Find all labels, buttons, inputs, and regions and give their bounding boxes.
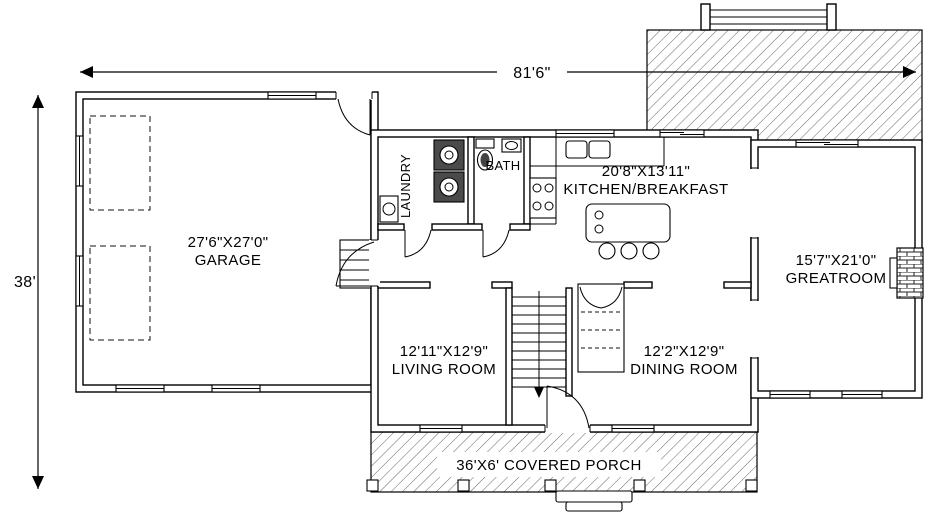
dining-window [611, 424, 655, 433]
bath-door [482, 229, 510, 258]
garage-bottom-window-1 [115, 384, 165, 393]
kitchen-name: KITCHEN/BREAKFAST [563, 181, 728, 198]
bath-fixtures [475, 138, 522, 171]
garage-left-window-1 [75, 135, 84, 187]
staircase [512, 291, 566, 398]
living-name: LIVING ROOM [392, 361, 496, 378]
dimension-width [80, 59, 916, 83]
garage-name: GARAGE [195, 252, 262, 269]
greatroom-size: 15'7"X21'0" [796, 252, 877, 269]
laundry-door [404, 229, 432, 258]
laundry-name: LAUNDRY [398, 154, 413, 218]
pantry-closet [577, 283, 625, 373]
washer [433, 139, 465, 171]
windows [75, 91, 883, 433]
deck [646, 3, 923, 142]
greatroom-deck-door [795, 139, 859, 148]
deck-railing [700, 3, 837, 31]
porch-name: 36'X6' COVERED PORCH [456, 457, 641, 474]
garage-size: 27'6"X27'0" [188, 234, 269, 251]
laundry-fixtures [379, 139, 465, 223]
greatroom-bottom-window-2 [841, 390, 883, 399]
house-walls [370, 129, 759, 433]
porch-steps [555, 490, 633, 512]
porch-details [366, 452, 758, 512]
dining-name: DINING ROOM [630, 361, 738, 378]
breakfast-deck-door [659, 129, 705, 138]
living-size: 12'11"X12'9" [400, 343, 488, 360]
kitchen-sink [565, 140, 611, 159]
overall-depth-label: 38' [14, 274, 36, 291]
overall-width-label: 81'6" [513, 65, 550, 82]
garage-left-window-2 [75, 255, 84, 307]
labels: 81'6" 38' 27'6"X27'0" GARAGE 20'8"X13'11… [14, 65, 886, 474]
greatroom-name: GREATROOM [786, 270, 887, 287]
doors [335, 91, 591, 433]
garage-steps [339, 239, 372, 289]
front-door [544, 385, 591, 433]
dining-size: 12'2"X12'9" [644, 343, 725, 360]
toilet [475, 138, 495, 171]
garage-bottom-window-2 [211, 384, 261, 393]
garage-top-window [267, 91, 317, 100]
kitchen-island [585, 203, 671, 260]
range [529, 177, 557, 219]
bath-sink [501, 138, 522, 153]
garage-house-door [335, 239, 380, 287]
garage-exterior-door [335, 91, 373, 136]
greatroom-bottom-window-1 [769, 390, 811, 399]
kitchen-size: 20'8"X13'11" [602, 163, 690, 180]
kitchen-window [555, 129, 615, 138]
bath-name: BATH [486, 158, 521, 173]
fireplace [889, 247, 924, 299]
kitchen-fixtures [529, 137, 671, 260]
greatroom-openings [750, 167, 759, 359]
garage-details [89, 115, 372, 341]
living-window [419, 424, 463, 433]
dimension-depth [32, 95, 44, 489]
dryer [433, 171, 465, 203]
